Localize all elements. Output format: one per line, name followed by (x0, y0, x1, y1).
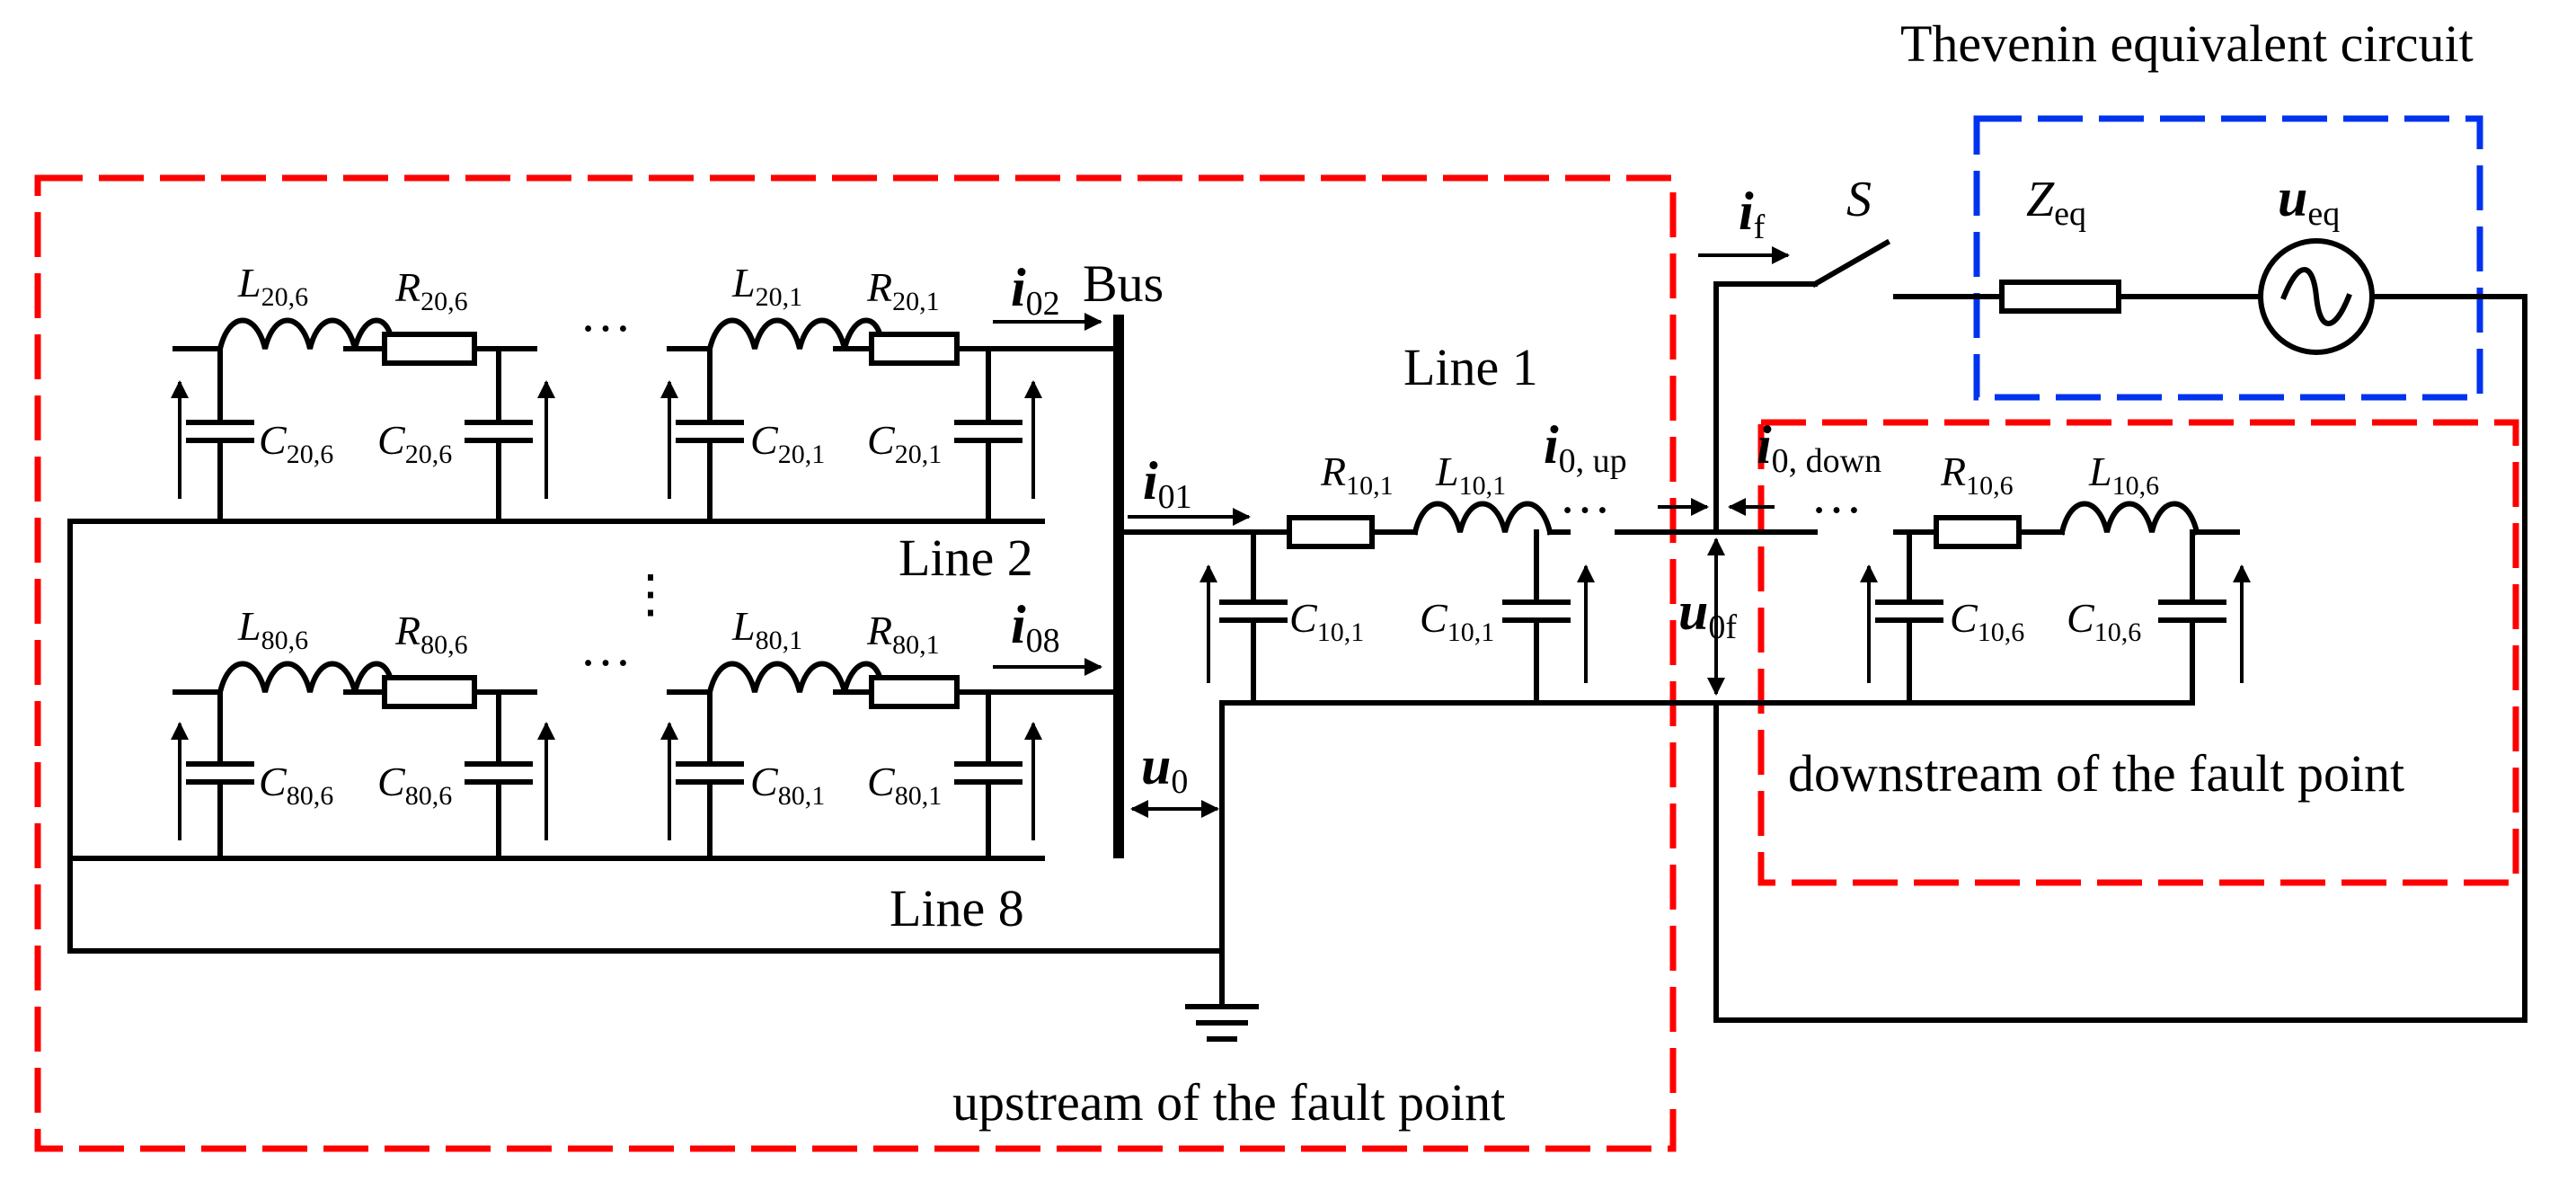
line8-ladder-section-1 (660, 661, 1042, 861)
ellipsis-line1-up: … (1559, 466, 1611, 524)
zeq-resistor (1999, 280, 2121, 314)
label-i0up: i0, up (1544, 415, 1627, 480)
label-C10-1a: C10,1 (1289, 595, 1364, 647)
bus-label: Bus (1083, 254, 1164, 313)
label-C80-1a: C80,1 (750, 759, 825, 811)
label-R80-6: R80,6 (394, 608, 468, 660)
label-C80-1b: C80,1 (867, 759, 942, 811)
downstream-region-box (1757, 419, 2519, 886)
line1-section-1 (1199, 501, 1595, 706)
line8-label: Line 8 (890, 879, 1024, 937)
label-R20-6: R20,6 (394, 264, 468, 316)
label-switch-S: S (1846, 172, 1872, 227)
left-return-wire (67, 519, 1225, 954)
ground-icon (1185, 1004, 1259, 1042)
ac-source-wave (2280, 267, 2352, 326)
upstream-label: upstream of the fault point (952, 1073, 1505, 1132)
label-C80-6a: C80,6 (259, 759, 333, 811)
ellipsis-line1-down: … (1810, 466, 1863, 524)
label-if: if (1739, 182, 1766, 246)
label-ueq: ueq (2278, 168, 2340, 233)
line2-label: Line 2 (899, 528, 1033, 587)
label-C10-6a: C10,6 (1950, 595, 2024, 647)
label-L80-6: L80,6 (237, 603, 308, 655)
label-C20-6b: C20,6 (377, 417, 452, 469)
line2-ladder-section-1 (660, 317, 1042, 524)
label-i0down: i0, down (1757, 415, 1881, 480)
line2-ladder-section-6 (171, 317, 555, 524)
thevenin-region-box (1973, 115, 2483, 401)
label-R10-1: R10,1 (1320, 448, 1394, 501)
label-Zeq: Zeq (2026, 172, 2086, 233)
label-C20-1b: C20,1 (867, 417, 942, 469)
label-L20-6: L20,6 (237, 260, 308, 312)
label-i01: i01 (1143, 451, 1192, 516)
ground-wire (1219, 700, 2195, 1009)
label-L80-1: L80,1 (731, 603, 802, 655)
ellipsis-vertical: ⋮ (624, 564, 677, 623)
label-C10-6b: C10,6 (2067, 595, 2141, 647)
label-i08: i08 (1011, 595, 1060, 660)
ellipsis-line8: … (580, 618, 632, 677)
label-C20-6a: C20,6 (259, 417, 333, 469)
fault-loop-wire (1713, 281, 1818, 535)
thevenin-return-wire (1713, 294, 2527, 1023)
line1-label: Line 1 (1403, 338, 1538, 396)
label-L10-6: L10,6 (2088, 448, 2159, 501)
switch-arm (1810, 238, 1891, 289)
ellipsis-line2: … (580, 284, 632, 342)
downstream-label: downstream of the fault point (1788, 744, 2404, 803)
label-R80-1: R80,1 (866, 608, 940, 660)
label-L20-1: L20,1 (731, 260, 802, 312)
label-C20-1a: C20,1 (750, 417, 825, 469)
line1-section-6 (1860, 501, 2251, 706)
thevenin-label: Thevenin equivalent circuit (1900, 14, 2474, 73)
label-u0: u0 (1141, 736, 1188, 801)
label-C80-6b: C80,6 (377, 759, 452, 811)
label-i02: i02 (1011, 258, 1060, 323)
label-u0f: u0f (1678, 582, 1737, 646)
line8-ladder-section-6 (171, 661, 555, 861)
label-R20-1: R20,1 (866, 264, 940, 316)
label-L10-1: L10,1 (1435, 448, 1506, 501)
label-C10-1b: C10,1 (1420, 595, 1494, 647)
label-R10-6: R10,6 (1940, 448, 2014, 501)
upstream-region-box (34, 174, 1677, 1152)
